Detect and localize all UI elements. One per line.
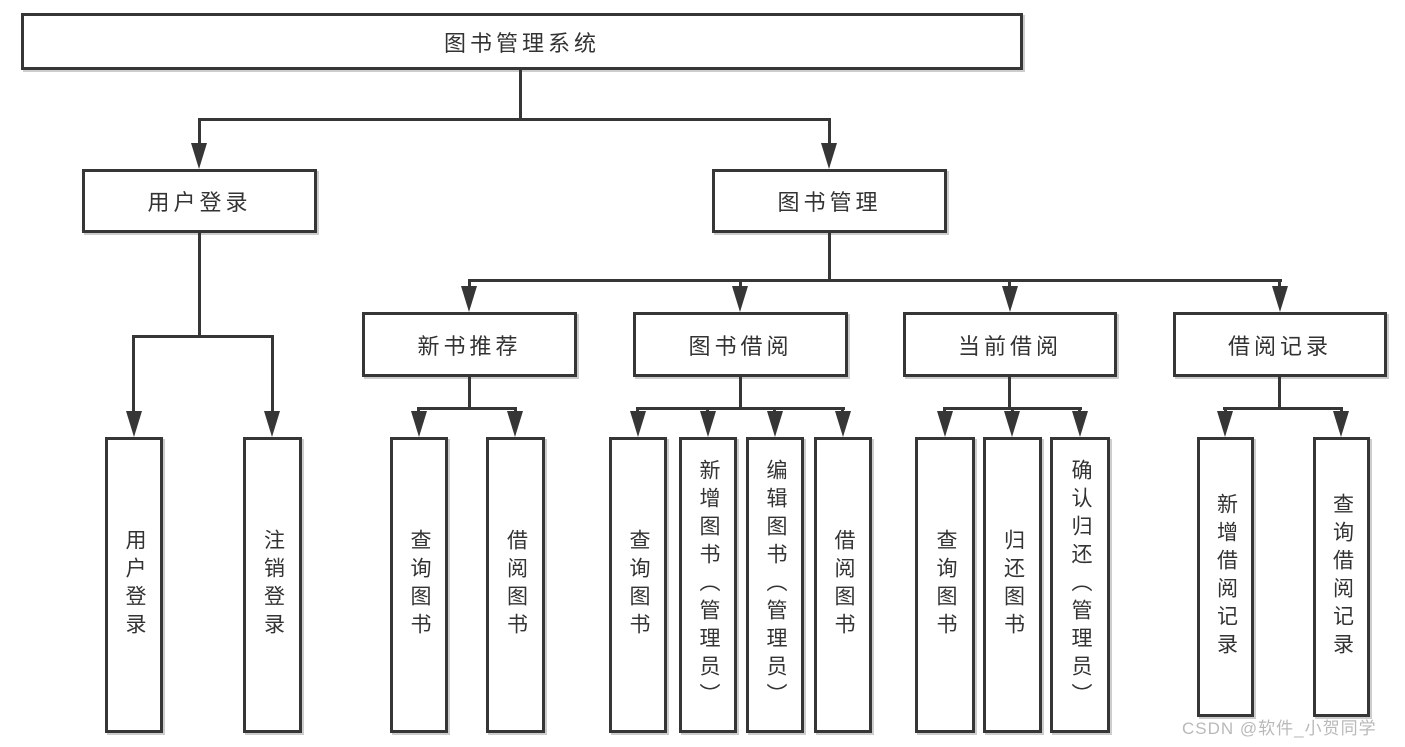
connector-split [1223,407,1343,410]
node-label: 借阅图书 [504,529,528,641]
connector-stem [739,377,742,407]
node-book-borrowing: 图书借阅 [633,312,848,377]
csdn-watermark: CSDN @软件_小贺同学 [1182,719,1377,738]
arrow-down-icon [126,411,142,437]
node-label: 用户登录 [147,190,252,215]
connector-stem [468,377,471,407]
node-label: 查询图书 [408,529,431,641]
connector-arrow-line [1011,407,1014,413]
leaf-logout: 注销登录 [243,437,302,733]
leaf-add-books-admin: 新增图书（管理员） [679,437,737,733]
arrow-down-icon [1272,286,1288,312]
arrow-down-icon [191,143,207,169]
arrow-down-icon [461,286,477,312]
node-label: 注销登录 [261,529,285,641]
leaf-return-books: 归还图书 [983,437,1042,733]
leaf-query-books-borrowing: 查询图书 [609,437,667,733]
connector-root-split [198,118,831,121]
leaf-add-borrow-record: 新增借阅记录 [1197,437,1254,717]
connector-arrow-line [468,279,471,289]
connector-book-mgmt-split [468,279,1282,282]
connector-arrow-line [417,407,420,413]
arrow-down-icon [1004,411,1020,437]
node-library-management-system: 图书管理系统 [21,13,1023,70]
node-label: 归还图书 [1001,529,1025,641]
connector-arrow-line [706,407,709,413]
node-new-book-recommendation: 新书推荐 [362,312,577,377]
connector-stem [1278,377,1281,407]
arrow-down-icon [1333,411,1349,437]
leaf-query-borrow-record: 查询借阅记录 [1313,437,1370,717]
connector-arrow-line [1008,279,1011,289]
connector-split [636,407,845,410]
arrow-down-icon [411,411,427,437]
node-label: 新增图书（管理员） [697,459,720,711]
connector-arrow-line [943,407,946,413]
connector-book-mgmt-stem [828,233,831,279]
connector-split [417,407,517,410]
node-label: 借阅图书 [832,529,855,641]
connector-arrow-line [739,279,742,289]
connector-arrow-line [198,118,201,146]
leaf-borrow-books-recommend: 借阅图书 [486,437,545,733]
arrow-down-icon [1217,411,1233,437]
connector-arrow-line [1278,279,1281,289]
arrow-down-icon [937,411,953,437]
arrow-down-icon [1072,411,1088,437]
connector-stem [1008,377,1011,407]
node-label: 图书管理 [777,190,882,215]
node-book-management: 图书管理 [712,169,947,233]
leaf-query-books-current: 查询图书 [915,437,975,733]
node-borrowing-records: 借阅记录 [1173,312,1387,377]
node-label: 确认归还（管理员） [1069,459,1092,711]
node-label: 查询借阅记录 [1330,493,1354,661]
arrow-down-icon [264,411,280,437]
node-label: 查询图书 [934,529,957,641]
node-current-borrowing: 当前借阅 [903,312,1117,377]
node-label: 借阅记录 [1227,333,1332,359]
connector-root-stem [519,70,522,118]
leaf-query-books-recommend: 查询图书 [390,437,448,733]
connector-arrow-line [271,335,274,413]
node-label: 用户登录 [123,529,146,641]
node-label: 当前借阅 [957,333,1062,359]
leaf-borrow-books: 借阅图书 [814,437,872,733]
arrow-down-icon [732,286,748,312]
leaf-confirm-return-admin: 确认归还（管理员） [1050,437,1110,733]
connector-arrow-line [132,335,135,413]
arrow-down-icon [507,411,523,437]
arrow-down-icon [767,411,783,437]
node-label: 新增借阅记录 [1214,493,1238,661]
arrow-down-icon [1002,286,1018,312]
connector-user-login-stem [198,233,201,335]
connector-arrow-line [841,407,844,413]
leaf-edit-books-admin: 编辑图书（管理员） [746,437,804,733]
node-label: 图书借阅 [688,333,793,359]
node-label: 查询图书 [627,529,650,641]
node-label: 新书推荐 [417,333,522,359]
arrow-down-icon [835,411,851,437]
connector-arrow-line [1340,407,1343,413]
arrow-down-icon [700,411,716,437]
node-label: 编辑图书（管理员） [764,459,787,711]
connector-arrow-line [1224,407,1227,413]
node-label: 图书管理系统 [443,30,600,56]
connector-arrow-line [514,407,517,413]
connector-arrow-line [773,407,776,413]
connector-arrow-line [828,118,831,146]
arrow-down-icon [821,143,837,169]
connector-arrow-line [1078,407,1081,413]
connector-user-login-split [132,335,274,338]
arrow-down-icon [630,411,646,437]
node-user-login: 用户登录 [82,169,317,233]
leaf-user-login: 用户登录 [105,437,163,733]
connector-arrow-line [636,407,639,413]
